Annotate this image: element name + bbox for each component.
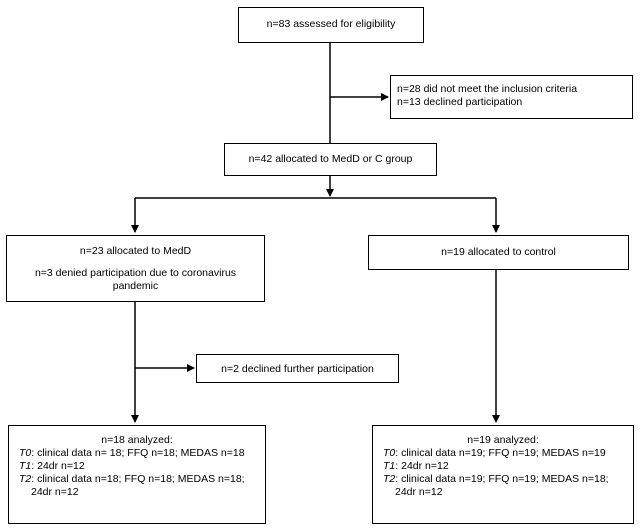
allocated-text: n=42 allocated to MedD or C group: [248, 153, 413, 165]
analyzed-medd-t2-cont: 24dr n=12: [31, 486, 79, 498]
excluded-box: n=28 did not meet the inclusion criteria…: [390, 75, 633, 119]
t1-label: T1: [383, 460, 396, 472]
analyzed-control-t0: T0: clinical data n=19; FFQ n=19; MEDAS …: [383, 447, 633, 460]
allocated-box: n=42 allocated to MedD or C group: [224, 143, 437, 176]
declined-further-box: n=2 declined further participation: [196, 354, 399, 383]
t0-text: : clinical data n= 18; FFQ n=18; MEDAS n…: [31, 447, 245, 459]
analyzed-control-title: n=19 analyzed:: [467, 434, 539, 446]
excluded-declined-text: n=13 declined participation: [397, 96, 523, 108]
t0-text: : clinical data n=19; FFQ n=19; MEDAS n=…: [395, 447, 606, 459]
t0-label: T0: [19, 447, 32, 459]
analyzed-medd-t0: T0: clinical data n= 18; FFQ n=18; MEDAS…: [19, 447, 265, 460]
analyzed-medd-title: n=18 analyzed:: [101, 434, 173, 446]
t1-text: : 24dr n=12: [31, 460, 85, 472]
analyzed-control-box: n=19 analyzed: T0: clinical data n=19; F…: [372, 425, 634, 524]
analyzed-medd-t1: T1: 24dr n=12: [19, 460, 265, 473]
medd-allocated-text: n=23 allocated to MedD: [79, 245, 192, 257]
control-text: n=19 allocated to control: [441, 246, 556, 258]
t2-text: : clinical data n=19; FFQ n=19; MEDAS n=…: [395, 473, 609, 485]
excluded-criteria-text: n=28 did not meet the inclusion criteria: [397, 83, 578, 95]
t1-text: : 24dr n=12: [395, 460, 449, 472]
t0-label: T0: [383, 447, 396, 459]
medd-denied-text: n=3 denied participation due to coronavi…: [34, 267, 237, 292]
assessed-text: n=83 assessed for eligibility: [266, 18, 396, 30]
analyzed-control-t2-cont: 24dr n=12: [395, 486, 443, 498]
declined-further-text: n=2 declined further participation: [221, 363, 374, 375]
analyzed-control-t2: T2: clinical data n=19; FFQ n=19; MEDAS …: [383, 473, 633, 486]
assessed-box: n=83 assessed for eligibility: [238, 7, 424, 43]
analyzed-medd-t2: T2: clinical data n=18; FFQ n=18; MEDAS …: [19, 473, 265, 486]
analyzed-control-t1: T1: 24dr n=12: [383, 460, 633, 473]
control-box: n=19 allocated to control: [368, 235, 629, 270]
t2-label: T2: [19, 473, 32, 485]
analyzed-medd-box: n=18 analyzed: T0: clinical data n= 18; …: [8, 425, 266, 524]
t1-label: T1: [19, 460, 32, 472]
medd-box: n=23 allocated to MedD n=3 denied partic…: [6, 235, 265, 302]
t2-label: T2: [383, 473, 396, 485]
t2-text: : clinical data n=18; FFQ n=18; MEDAS n=…: [31, 473, 245, 485]
